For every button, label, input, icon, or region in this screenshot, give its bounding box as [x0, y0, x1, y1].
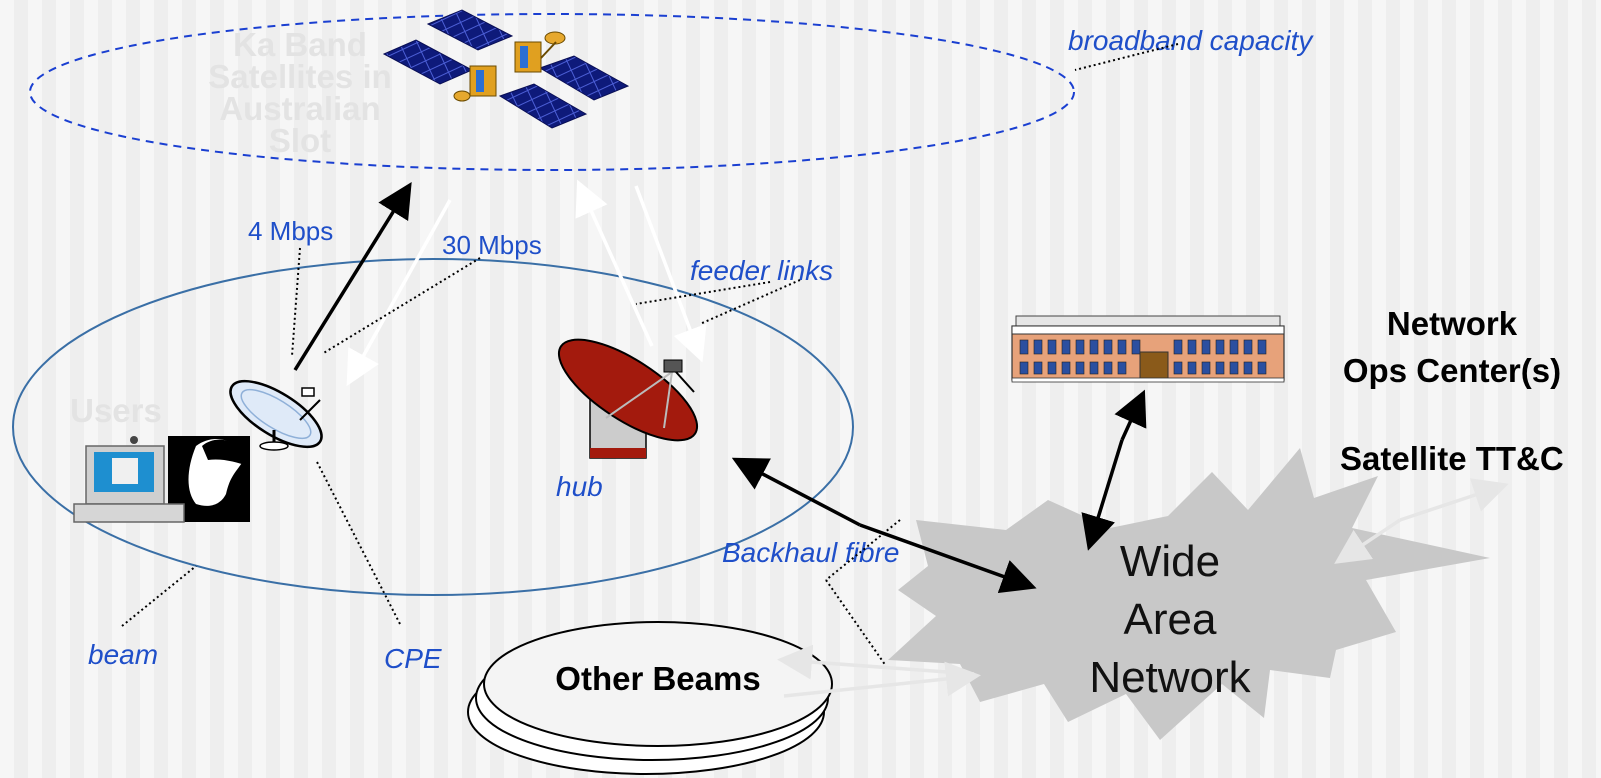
noc-label-line-2: Ops Center(s)	[1343, 352, 1561, 389]
tt-c-arrow-in	[1334, 518, 1401, 564]
backhaul-arrow-to-hub	[731, 457, 861, 527]
satellite-caption-line-3: Australian	[219, 90, 380, 127]
other-beams-label: Other Beams	[555, 660, 760, 697]
hub-dish-icon	[557, 338, 699, 459]
satellites-icon	[382, 9, 630, 129]
uplink-arrow	[293, 182, 412, 371]
wan-label-line-1: Wide	[1120, 537, 1220, 586]
feeder-link-down-arrow	[634, 185, 707, 363]
satellite-caption-line-1: Ka Band	[233, 26, 367, 63]
feeder-links-label: feeder links	[690, 255, 833, 286]
tt-c-label: Satellite TT&C	[1340, 440, 1564, 477]
uplink-rate-label: 4 Mbps	[248, 216, 333, 246]
user-beam-ellipse	[12, 258, 854, 596]
noc-wan-arrow-up	[1114, 389, 1147, 441]
other-beams-arrow-1	[777, 644, 975, 680]
beam-label: beam	[88, 639, 158, 670]
noc-label-line-1: Network	[1387, 305, 1518, 342]
noc-building-icon	[1011, 315, 1285, 383]
wan-label: Wide Area Network	[1089, 537, 1251, 702]
downlink-rate-label: 30 Mbps	[442, 230, 542, 260]
other-beams-stack	[467, 621, 833, 775]
backhaul-leader-1	[825, 519, 901, 581]
noc-wan-arrow-down	[1081, 439, 1124, 551]
wan-label-line-2: Area	[1124, 595, 1217, 644]
backhaul-leader-2	[825, 579, 887, 667]
downlink-rate-leader	[321, 257, 481, 355]
downlink-arrow	[346, 199, 452, 387]
feeder-link-up-arrow	[575, 179, 654, 347]
users-label: Users	[70, 392, 162, 429]
beam-leader	[121, 565, 197, 627]
other-beams-arrow-2	[783, 661, 981, 698]
cpe-leader	[315, 459, 401, 625]
backhaul-fibre-label: Backhaul fibre	[722, 537, 899, 568]
broadband-capacity-label: broadband capacity	[1068, 25, 1314, 56]
noc-label: Network Ops Center(s)	[1343, 305, 1561, 389]
cpe-dish-icon	[229, 379, 323, 451]
wan-cloud	[888, 448, 1490, 740]
user-terminal-icon	[73, 436, 250, 523]
tt-c-arrow-out	[1399, 478, 1509, 522]
hub-label: hub	[556, 471, 603, 502]
uplink-rate-leader	[291, 247, 301, 357]
feeder-links-leader-2	[699, 279, 801, 325]
satellite-caption-line-4: Slot	[269, 122, 331, 159]
cpe-label: CPE	[384, 643, 442, 674]
backhaul-arrow-to-wan	[859, 523, 1037, 594]
satellite-caption-line-2: Satellites in	[208, 58, 391, 95]
satellite-ring	[29, 13, 1075, 171]
wan-label-line-3: Network	[1089, 653, 1251, 702]
satellite-caption: Ka Band Satellites in Australian Slot	[208, 26, 391, 159]
